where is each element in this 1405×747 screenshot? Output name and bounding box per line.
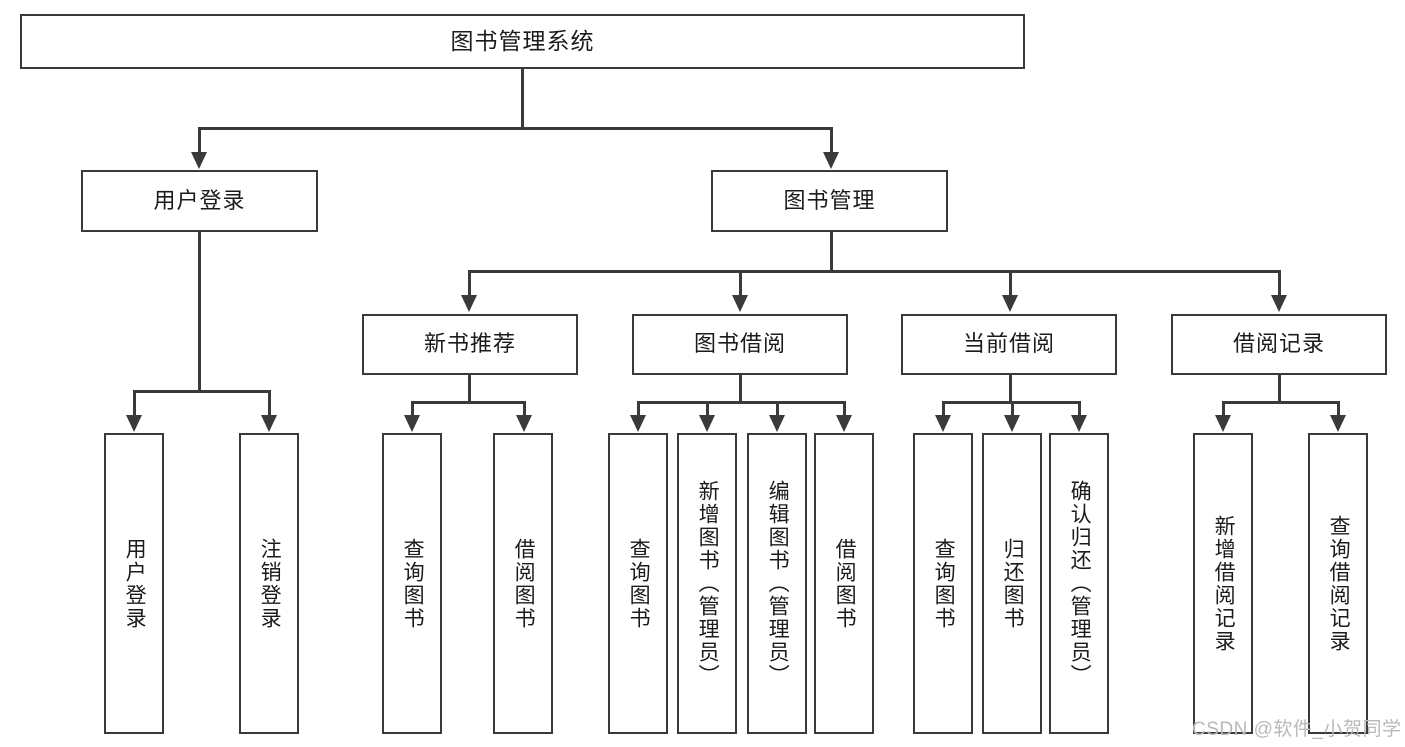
edge-nbr-drop-2 — [523, 401, 526, 418]
leaf-query-book-new-recommend[interactable]: 查询图书 — [382, 433, 442, 734]
leaf-label: 查询图书 — [932, 537, 956, 630]
edge-current-borrow-stem — [1009, 375, 1012, 403]
node-label: 借阅记录 — [1232, 331, 1325, 357]
arrowhead-leaf-query-book-2 — [630, 415, 646, 432]
leaf-label: 新增借阅记录 — [1212, 514, 1236, 653]
arrowhead-leaf-borrow-book-2 — [836, 415, 852, 432]
leaf-borrow-book-borrow[interactable]: 借阅图书 — [814, 433, 874, 734]
node-current-borrow[interactable]: 当前借阅 — [901, 314, 1117, 375]
node-book-management-system[interactable]: 图书管理系统 — [20, 14, 1025, 69]
leaf-user-logout[interactable]: 注销登录 — [239, 433, 299, 734]
leaf-label: 查询图书 — [401, 537, 425, 630]
leaf-label: 新增图书（管理员） — [696, 480, 720, 687]
leaf-query-borrow-record[interactable]: 查询借阅记录 — [1308, 433, 1368, 734]
edge-user-login-drop-2 — [268, 390, 271, 418]
arrowhead-leaf-add-record — [1215, 415, 1231, 432]
node-label: 当前借阅 — [962, 331, 1055, 357]
edge-book-borrow-bus — [637, 401, 845, 404]
edge-cb-drop-3 — [1078, 401, 1081, 418]
leaf-label: 借阅图书 — [512, 537, 536, 630]
arrowhead-user-login — [191, 152, 207, 169]
leaf-edit-book[interactable]: 编辑图书（管理员） — [747, 433, 807, 734]
edge-to-book-borrow — [739, 270, 742, 298]
leaf-borrow-book-new-recommend[interactable]: 借阅图书 — [493, 433, 553, 734]
leaf-return-book[interactable]: 归还图书 — [982, 433, 1042, 734]
leaf-add-borrow-record[interactable]: 新增借阅记录 — [1193, 433, 1253, 734]
edge-new-book-recommend-stem — [468, 375, 471, 403]
arrowhead-new-book-recommend — [461, 295, 477, 312]
leaf-label: 注销登录 — [258, 537, 282, 630]
arrowhead-leaf-query-book-1 — [404, 415, 420, 432]
arrowhead-current-borrow — [1002, 295, 1018, 312]
node-label: 图书管理 — [783, 187, 876, 213]
arrowhead-leaf-borrow-book-1 — [516, 415, 532, 432]
leaf-label: 确认归还（管理员） — [1068, 480, 1092, 687]
edge-user-login-drop-1 — [133, 390, 136, 418]
arrowhead-leaf-return-book — [1004, 415, 1020, 432]
arrowhead-leaf-add-book — [699, 415, 715, 432]
edge-borrow-record-stem — [1278, 375, 1281, 403]
edge-nbr-drop-1 — [411, 401, 414, 418]
edge-root-to-user-login — [198, 127, 201, 155]
arrowhead-book-manage — [823, 152, 839, 169]
leaf-query-book-borrow[interactable]: 查询图书 — [608, 433, 668, 734]
leaf-label: 查询借阅记录 — [1327, 514, 1351, 653]
edge-bb-drop-4 — [843, 401, 846, 418]
edge-root-bus — [198, 127, 833, 130]
node-borrow-record[interactable]: 借阅记录 — [1171, 314, 1387, 375]
arrowhead-leaf-query-book-3 — [935, 415, 951, 432]
edge-root-to-book-manage — [830, 127, 833, 155]
arrowhead-leaf-confirm-return — [1071, 415, 1087, 432]
arrowhead-leaf-query-record — [1330, 415, 1346, 432]
edge-book-borrow-stem — [739, 375, 742, 403]
edge-user-login-stem — [198, 232, 201, 392]
arrowhead-book-borrow — [732, 295, 748, 312]
edge-new-book-recommend-bus — [411, 401, 525, 404]
node-label: 新书推荐 — [423, 331, 516, 357]
leaf-label: 查询图书 — [627, 537, 651, 630]
edge-cb-drop-1 — [942, 401, 945, 418]
leaf-label: 借阅图书 — [833, 537, 857, 630]
edge-level3-bus — [468, 270, 1280, 273]
edge-bb-drop-1 — [637, 401, 640, 418]
leaf-user-login[interactable]: 用户登录 — [104, 433, 164, 734]
leaf-add-book[interactable]: 新增图书（管理员） — [677, 433, 737, 734]
edge-to-current-borrow — [1009, 270, 1012, 298]
edge-cb-drop-2 — [1011, 401, 1014, 418]
leaf-label: 归还图书 — [1001, 537, 1025, 630]
edge-borrow-record-bus — [1222, 401, 1339, 404]
edge-bb-drop-2 — [706, 401, 709, 418]
leaf-query-book-current[interactable]: 查询图书 — [913, 433, 973, 734]
leaf-confirm-return[interactable]: 确认归还（管理员） — [1049, 433, 1109, 734]
node-label: 图书借阅 — [693, 331, 786, 357]
leaf-label: 编辑图书（管理员） — [766, 480, 790, 687]
arrowhead-leaf-user-logout — [261, 415, 277, 432]
edge-br-drop-1 — [1222, 401, 1225, 418]
node-book-borrow[interactable]: 图书借阅 — [632, 314, 848, 375]
csdn-watermark: CSDN @软件_小贺同学 — [1192, 719, 1402, 740]
node-label: 用户登录 — [153, 187, 246, 213]
edge-root-stem — [521, 69, 524, 129]
leaf-label: 用户登录 — [123, 537, 147, 630]
edge-br-drop-2 — [1337, 401, 1340, 418]
edge-to-borrow-record — [1278, 270, 1281, 298]
edge-user-login-bus — [133, 390, 270, 393]
edge-bb-drop-3 — [776, 401, 779, 418]
edge-book-manage-stem — [830, 232, 833, 272]
arrowhead-leaf-user-login — [126, 415, 142, 432]
arrowhead-borrow-record — [1271, 295, 1287, 312]
node-label: 图书管理系统 — [450, 27, 595, 54]
edge-to-new-book-recommend — [468, 270, 471, 298]
arrowhead-leaf-edit-book — [769, 415, 785, 432]
node-book-manage[interactable]: 图书管理 — [711, 170, 948, 232]
node-new-book-recommend[interactable]: 新书推荐 — [362, 314, 578, 375]
node-user-login[interactable]: 用户登录 — [81, 170, 318, 232]
